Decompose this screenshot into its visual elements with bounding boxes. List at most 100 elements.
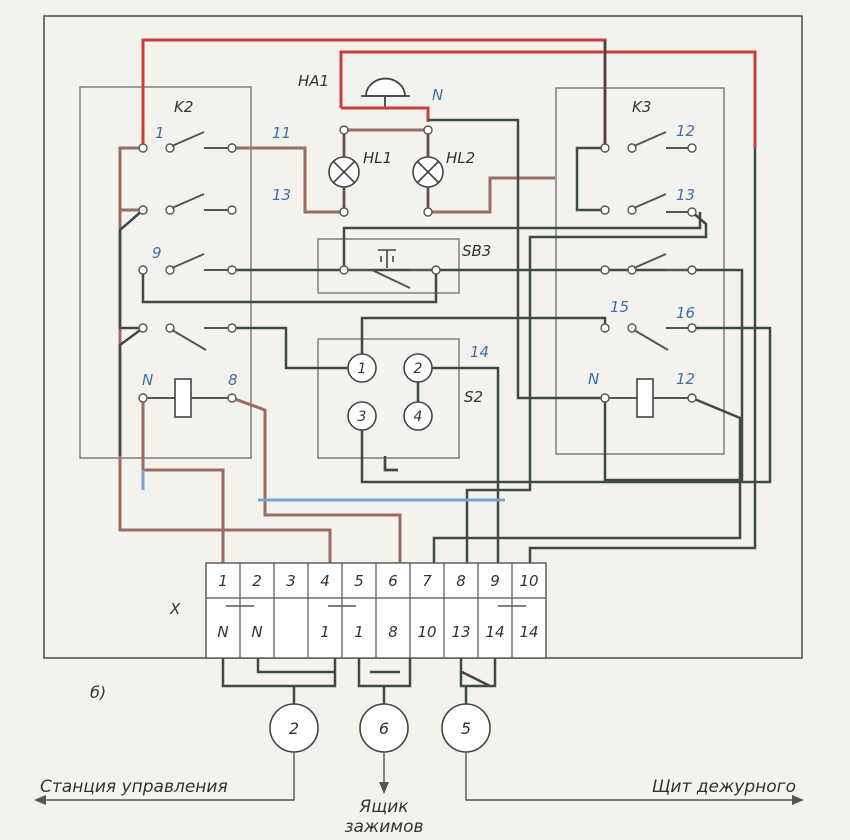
wire-k3-16 [360, 326, 772, 484]
label-s2: S2 [464, 388, 483, 406]
label-k3: K3 [632, 98, 651, 116]
wire-k2-coil [141, 398, 225, 563]
s2-terminal-2: 2 [403, 353, 433, 383]
cable-2-circle: 2 [269, 703, 319, 753]
lamp-hl2-symbol [412, 125, 444, 217]
alarm-ha1-symbol [361, 77, 410, 110]
k2-coil [138, 378, 237, 418]
relay-k2-box [79, 86, 252, 459]
svg-text:9: 9 [490, 572, 500, 590]
terminal-wire-row: N N 1 1 8 10 13 14 14 [217, 623, 538, 641]
k3-contact-15 [600, 323, 697, 351]
wire-k2-11 [232, 146, 344, 214]
svg-text:13: 13 [451, 623, 470, 641]
wire-red-alarm [339, 50, 757, 148]
s2-terminal-1: 1 [347, 353, 377, 383]
svg-text:1: 1 [358, 361, 367, 377]
enclosure-frame [43, 15, 803, 659]
svg-text:2: 2 [289, 719, 299, 738]
label-x: X [169, 600, 181, 618]
k2-contact-13 [138, 193, 237, 215]
svg-text:4: 4 [320, 572, 330, 590]
label-s2-num: 14 [470, 343, 489, 361]
dest-terminal-box-2: зажимов [344, 817, 423, 837]
label-hl1: HL1 [363, 149, 392, 167]
svg-text:1: 1 [354, 623, 364, 641]
button-sb3-box [317, 238, 460, 294]
k2-contact-1 [138, 131, 237, 153]
svg-text:8: 8 [388, 623, 398, 641]
k3-label-12-coil: 12 [676, 370, 695, 388]
svg-text:4: 4 [414, 409, 423, 425]
wire-red-alarm-link [341, 106, 430, 122]
figure-letter: б) [90, 683, 106, 702]
svg-text:6: 6 [388, 572, 398, 590]
cable-5-circle: 5 [441, 703, 491, 753]
terminal-number-row: 1 2 3 4 5 6 7 8 9 10 [218, 572, 538, 590]
wire-k3-coil [432, 396, 742, 563]
svg-text:N: N [217, 623, 228, 641]
cable-bundle-6 [357, 658, 412, 704]
arrow-right-head [792, 795, 804, 805]
wire-k3-15 [360, 316, 607, 356]
button-sb3-symbol [339, 249, 441, 289]
wire-k3-13 [465, 211, 708, 563]
lamp-hl1-symbol [328, 125, 360, 217]
k3-label-13: 13 [676, 186, 695, 204]
k3-label-12: 12 [676, 122, 695, 140]
label-sb3: SB3 [462, 242, 491, 260]
k2-label-8: 8 [228, 371, 238, 389]
k3-coil [600, 378, 697, 418]
svg-text:6: 6 [379, 719, 389, 738]
label-hl2: HL2 [446, 149, 475, 167]
wire-s2-2 [418, 366, 500, 563]
k2-contact-nc [138, 323, 237, 351]
label-k2: K2 [174, 98, 193, 116]
svg-text:3: 3 [286, 572, 296, 590]
svg-text:8: 8 [456, 572, 466, 590]
svg-text:1: 1 [218, 572, 228, 590]
svg-text:5: 5 [461, 719, 471, 738]
k2-label-13: 13 [272, 186, 291, 204]
k2-label-n: N [142, 371, 153, 389]
wire-k2-left [118, 146, 143, 212]
wire-blue-neutral [141, 470, 505, 502]
wire-k3-right [528, 148, 757, 563]
s2-terminal-3: 3 [347, 401, 377, 431]
svg-text:3: 3 [358, 409, 367, 425]
svg-text:1: 1 [320, 623, 330, 641]
wire-lamps [342, 128, 555, 214]
switch-s2-box [317, 338, 460, 459]
wire-sb3 [342, 212, 702, 270]
wire-k3-top [575, 40, 607, 212]
arrow-left-head [34, 795, 46, 805]
k2-label-1: 1 [155, 124, 165, 142]
svg-text:10: 10 [519, 572, 538, 590]
wire-n-k3 [516, 180, 605, 400]
dest-terminal-box-1: Ящик [358, 797, 409, 817]
svg-text:5: 5 [354, 572, 364, 590]
cable-bundle-2 [221, 658, 337, 704]
dest-duty-panel: Щит дежурного [652, 777, 796, 797]
label-ha1: HA1 [298, 72, 329, 90]
k2-label-11: 11 [272, 124, 291, 142]
wire-k2-14 [232, 268, 744, 482]
svg-text:14: 14 [519, 623, 538, 641]
k3-contact-13 [600, 193, 697, 217]
k2-contact-9 [138, 253, 237, 275]
wire-k2-8 [231, 396, 402, 563]
k2-label-9: 9 [152, 244, 162, 262]
svg-text:7: 7 [422, 572, 432, 590]
k3-label-n: N [588, 370, 599, 388]
wire-jumper [383, 460, 398, 472]
terminal-block-x [205, 562, 547, 659]
k3-contact-mid [600, 253, 697, 275]
svg-text:2: 2 [414, 361, 423, 377]
k3-contact-12 [600, 131, 697, 153]
k3-label-16: 16 [676, 304, 695, 322]
wire-k2-13 [118, 209, 144, 330]
dest-control-station: Станция управления [40, 777, 228, 797]
wire-k2-9 [141, 270, 438, 304]
wire-s2-1 [232, 326, 350, 370]
